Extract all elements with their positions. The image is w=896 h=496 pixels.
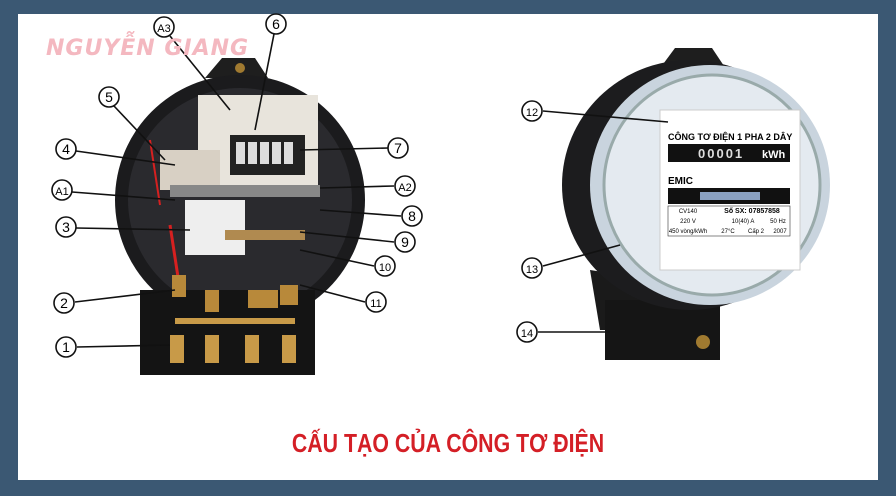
callout-label: A3 [157,23,170,35]
callout-label: 12 [526,107,538,119]
callout-label: 7 [394,140,402,156]
meter-year: 2007 [773,229,787,235]
callout-label: 10 [379,262,391,274]
meter-nameplate: CÔNG TƠ ĐIỆN 1 PHA 2 DÂY 00001 kWh EMIC … [667,131,792,237]
callout-label: A2 [398,182,411,194]
callout-label: 8 [408,208,416,224]
meter-accuracy: Cấp 2 [748,229,765,235]
callout-11: 11 [365,291,387,313]
meter-unit: kWh [762,149,786,161]
callout-label: 13 [526,264,538,276]
callout-a2: A2 [394,175,416,197]
meter-frequency: 50 Hz [770,219,786,225]
callout-10: 10 [374,255,396,277]
callout-4: 4 [55,138,77,160]
callout-8: 8 [401,205,423,227]
meter-model: CV140 [679,209,698,215]
meter-reading: 00001 [698,146,744,161]
callout-3: 3 [55,216,77,238]
meter-temperature: 27°C [721,229,735,235]
callout-1: 1 [55,336,77,358]
callout-13: 13 [521,257,543,279]
meter-current: 10(40) A [732,219,755,225]
callout-9: 9 [394,231,416,253]
callout-label: 1 [62,339,70,355]
callout-5: 5 [98,86,120,108]
callout-a3: A3 [153,16,175,38]
open-meter-photo [115,58,365,375]
meter-serial: Số SX: 07857858 [724,207,780,215]
callout-a1: A1 [51,179,73,201]
callout-6: 6 [265,13,287,35]
callout-7: 7 [387,137,409,159]
meter-voltage: 220 V [680,219,696,225]
nameplate-heading: CÔNG TƠ ĐIỆN 1 PHA 2 DÂY [668,131,792,142]
callout-label: 4 [62,141,70,157]
callout-label: A1 [55,186,68,198]
callout-label: 14 [521,328,533,340]
callout-label: 11 [370,298,381,310]
callout-2: 2 [53,292,75,314]
callout-label: 2 [60,295,68,311]
callout-14: 14 [516,321,538,343]
callout-label: 6 [272,16,280,32]
diagram-title: CẤU TẠO CỦA CÔNG TƠ ĐIỆN [291,428,605,458]
watermark: NGUYỄN GIANG [46,36,250,61]
leader-lines [71,33,669,348]
callout-label: 3 [62,219,70,235]
callout-12: 12 [521,100,543,122]
meter-brand: EMIC [668,176,693,187]
callout-label: 9 [401,234,409,250]
meter-constant: 450 vòng/kWh [669,229,707,235]
callout-label: 5 [105,89,113,105]
